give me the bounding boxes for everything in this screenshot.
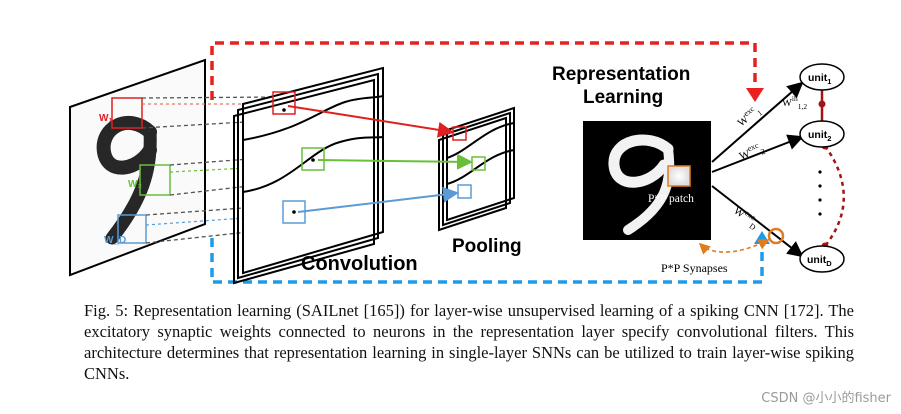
input-window-green [139,164,171,196]
patch-square [667,165,691,187]
unit-node-1 [799,63,845,91]
unit-node-d [799,245,845,273]
unit-label-2: unit2 [808,129,831,143]
unit-node-2 [799,120,845,148]
input-label-wd: W_D [104,235,126,246]
conv-window-red [272,91,296,115]
digit-nine-representation [608,134,675,235]
unit-label-d: unitD [807,254,832,268]
weight-label-exc1: Wexc1 [734,102,765,131]
representation-label-line2: Learning [583,87,663,108]
exc-connection-2 [711,134,804,173]
weight-label-exc2: Wexc2 [737,139,767,164]
red-dashed-arrowhead [746,88,764,102]
synapse-pointer-arrow [698,239,770,255]
arrow-conv-to-pool-blue [297,186,459,213]
blue-dashed-feedback-loop [210,238,764,284]
synapses-label: P*P Synapses [661,261,728,275]
input-label-w2: W₂ [128,179,142,190]
digit-nine-input [96,115,157,245]
exc-connection-d [711,185,804,258]
input-label-w1: W₁ [99,113,113,124]
exc-connection-1 [711,81,804,163]
representation-label-line1: Representation [552,64,690,85]
figure-caption: Fig. 5: Representation learning (SAILnet… [84,301,854,383]
weight-label-excd: WexcD [730,202,762,232]
synapse-highlight-circle [767,227,785,245]
ellipsis-dots [818,170,822,216]
watermark: CSDN @小小的fisher [761,391,891,406]
pooling-stack [438,106,515,232]
input-window-red [111,97,143,129]
arrow-conv-to-pool-red [287,105,454,138]
inhibitory-connection-2-d [823,145,845,247]
conv-window-green [301,147,325,171]
convolution-label: Convolution [301,253,418,275]
unit-label-1: unit1 [808,72,831,86]
input-window-blue [117,214,147,244]
convolution-stack [233,66,384,285]
arrow-conv-to-pool-green [317,153,473,170]
pooling-label: Pooling [452,236,522,257]
patch-label: P*P patch [648,193,694,205]
weight-label-inh12: Wih1,2 [782,94,807,111]
